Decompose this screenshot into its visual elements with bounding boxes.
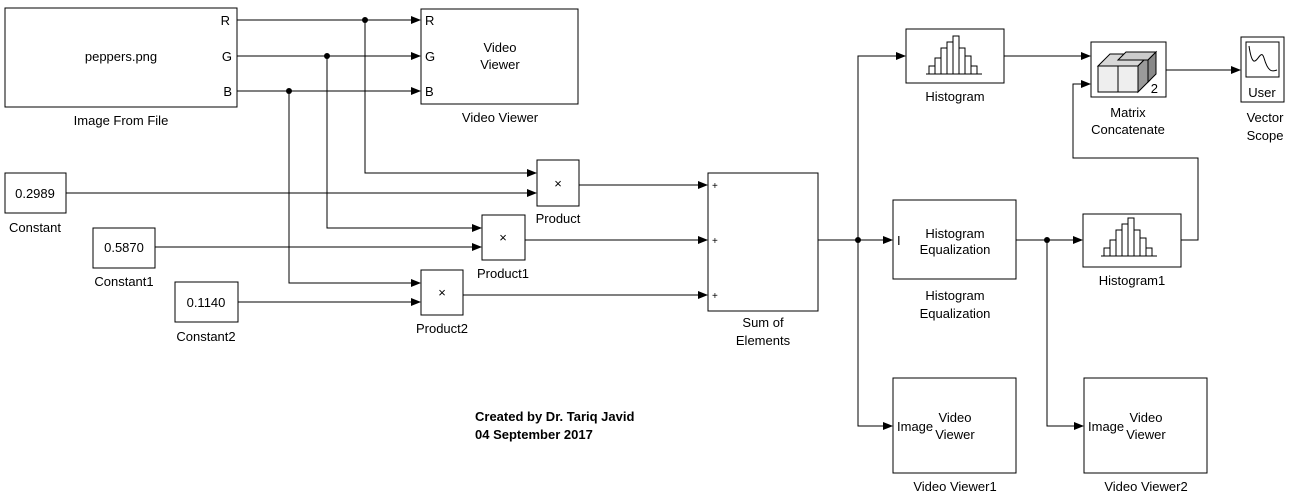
annotation-line-1: Created by Dr. Tariq Javid: [475, 409, 634, 424]
signal-lines: [66, 16, 1241, 430]
block-sum-of-elements[interactable]: + + + Sum of Elements: [707, 172, 819, 348]
block-histogram-equalization[interactable]: I Histogram Equalization Histogram Equal…: [892, 199, 1017, 321]
block-image-from-file[interactable]: peppers.png R G B Image From File: [4, 7, 238, 128]
block-label-constant: Constant: [9, 220, 61, 235]
block-product1[interactable]: × Product1: [477, 214, 529, 281]
block-video-viewer2[interactable]: Image Video Viewer Video Viewer2: [1083, 377, 1208, 494]
image-from-file-body[interactable]: [4, 7, 238, 108]
signal-sum-to-viewer1[interactable]: [857, 240, 893, 430]
video-viewer1-body[interactable]: [892, 377, 1017, 474]
constant1-value: 0.5870: [104, 240, 144, 255]
constant2-value: 0.1140: [187, 295, 226, 310]
author-annotation: Created by Dr. Tariq Javid 04 September …: [475, 409, 634, 442]
video-viewer-content-1: Video: [483, 40, 516, 55]
scope-icon: [1245, 41, 1280, 78]
port-label-g: G: [222, 49, 232, 64]
block-label-constant2: Constant2: [176, 329, 235, 344]
block-label-product1: Product1: [477, 266, 529, 281]
block-label-video-viewer1: Video Viewer1: [913, 479, 996, 494]
product1-symbol: ×: [499, 230, 507, 245]
signal-sum-to-histogram[interactable]: [857, 52, 906, 240]
product-symbol: ×: [554, 176, 562, 191]
branch-point-eq: [1044, 237, 1050, 243]
block-label-scope-2: Scope: [1247, 128, 1284, 143]
signal-r-to-product[interactable]: [364, 20, 537, 177]
block-product[interactable]: × Product: [536, 159, 581, 226]
hist-eq-content-1: Histogram: [925, 226, 984, 241]
signal-eq-to-viewer2[interactable]: [1046, 240, 1084, 430]
constant-value: 0.2989: [15, 186, 55, 201]
constant1-body[interactable]: [92, 227, 156, 269]
viewer-port-g: G: [425, 49, 435, 64]
block-histogram[interactable]: Histogram: [905, 28, 1005, 104]
branch-point-b: [286, 88, 292, 94]
constant-body[interactable]: [4, 172, 67, 214]
block-video-viewer1[interactable]: Image Video Viewer Video Viewer1: [892, 377, 1017, 494]
viewer2-content-1: Video: [1129, 410, 1162, 425]
block-label-constant1: Constant1: [94, 274, 153, 289]
block-label-hist-eq-1: Histogram: [925, 288, 984, 303]
viewer1-content-2: Viewer: [935, 427, 975, 442]
block-label-sum-2: Elements: [736, 333, 791, 348]
block-label-concat-2: Concatenate: [1091, 122, 1165, 137]
block-matrix-concatenate[interactable]: 2 Matrix Concatenate: [1090, 41, 1167, 137]
sum-sign-2: +: [712, 236, 718, 247]
product1-body[interactable]: [481, 214, 526, 261]
sum-sign-3: +: [712, 291, 718, 302]
block-label-concat-1: Matrix: [1110, 105, 1146, 120]
branch-point-r: [362, 17, 368, 23]
product2-symbol: ×: [438, 285, 446, 300]
block-label-product2: Product2: [416, 321, 468, 336]
video-viewer-content-2: Viewer: [480, 57, 520, 72]
block-histogram1[interactable]: Histogram1: [1082, 213, 1182, 288]
image-from-file-content: peppers.png: [85, 49, 157, 64]
block-product2[interactable]: × Product2: [416, 269, 468, 336]
histogram1-icon: [1101, 217, 1157, 257]
viewer1-port: Image: [897, 419, 933, 434]
constant2-body[interactable]: [174, 281, 239, 323]
vector-scope-content: User: [1248, 85, 1276, 100]
block-label-video-viewer: Video Viewer: [462, 110, 539, 125]
concat-port-count: 2: [1151, 81, 1158, 96]
matrix-cube-icon: [1096, 50, 1158, 94]
block-label-scope-1: Vector: [1247, 110, 1285, 125]
block-constant2[interactable]: 0.1140 Constant2: [174, 281, 239, 344]
product2-body[interactable]: [420, 269, 464, 316]
block-label-hist-eq-2: Equalization: [920, 306, 991, 321]
sum-body[interactable]: [707, 172, 819, 312]
block-label-histogram: Histogram: [925, 89, 984, 104]
viewer-port-r: R: [425, 13, 434, 28]
histogram-icon: [926, 35, 982, 75]
signal-histogram1-to-concat[interactable]: [1072, 80, 1199, 241]
block-label-sum-1: Sum of: [742, 315, 784, 330]
signal-g-to-product1[interactable]: [326, 56, 482, 232]
port-label-r: R: [221, 13, 230, 28]
block-label-product: Product: [536, 211, 581, 226]
hist-eq-content-2: Equalization: [920, 242, 991, 257]
block-vector-scope[interactable]: User Vector Scope: [1240, 36, 1285, 143]
sum-sign-1: +: [712, 181, 718, 192]
video-viewer2-body[interactable]: [1083, 377, 1208, 474]
hist-eq-port: I: [897, 233, 901, 248]
hist-eq-body[interactable]: [892, 199, 1017, 280]
block-label-image-from-file: Image From File: [74, 113, 169, 128]
port-label-b: B: [223, 84, 232, 99]
product-body[interactable]: [536, 159, 580, 207]
branch-point-sum: [855, 237, 861, 243]
branch-points: [286, 17, 1050, 243]
annotation-line-2: 04 September 2017: [475, 427, 593, 442]
block-constant[interactable]: 0.2989 Constant: [4, 172, 67, 235]
block-video-viewer[interactable]: Video Viewer R G B Video Viewer: [420, 8, 579, 125]
video-viewer-body[interactable]: [420, 8, 579, 105]
viewer2-port: Image: [1088, 419, 1124, 434]
viewer1-content-1: Video: [938, 410, 971, 425]
signal-b-to-product2[interactable]: [288, 91, 421, 287]
block-constant1[interactable]: 0.5870 Constant1: [92, 227, 156, 289]
block-label-histogram1: Histogram1: [1099, 273, 1165, 288]
viewer2-content-2: Viewer: [1126, 427, 1166, 442]
branch-point-g: [324, 53, 330, 59]
viewer-port-b: B: [425, 84, 434, 99]
block-label-video-viewer2: Video Viewer2: [1104, 479, 1187, 494]
